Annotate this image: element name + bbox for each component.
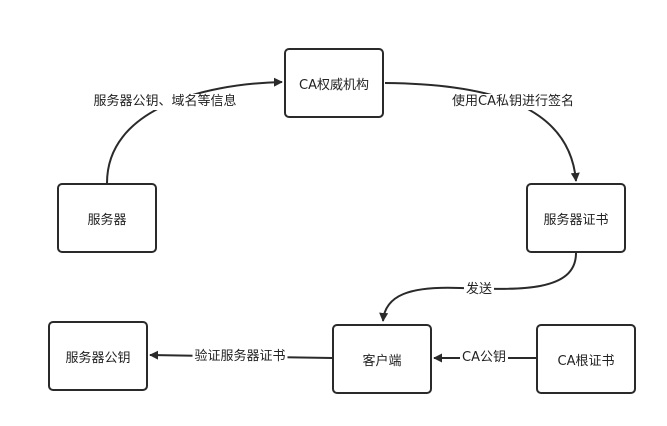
edge-label-server-to-ca: 服务器公钥、域名等信息 <box>91 94 239 110</box>
edge-cert-to-client <box>379 252 577 322</box>
node-server-pubkey: 服务器公钥 <box>48 321 148 391</box>
edge-label-root-to-client: CA公钥 <box>460 350 508 366</box>
node-server-cert: 服务器证书 <box>526 183 626 253</box>
edge-label-client-to-pubkey: 验证服务器证书 <box>192 349 288 365</box>
node-ca-authority: CA权威机构 <box>284 48 384 118</box>
edge-label-cert-to-client: 发送 <box>463 282 495 298</box>
node-client: 客户端 <box>332 324 432 394</box>
node-server: 服务器 <box>57 183 157 253</box>
edge-label-ca-to-cert: 使用CA私钥进行签名 <box>450 94 576 110</box>
node-ca-root-cert: CA根证书 <box>536 324 636 394</box>
